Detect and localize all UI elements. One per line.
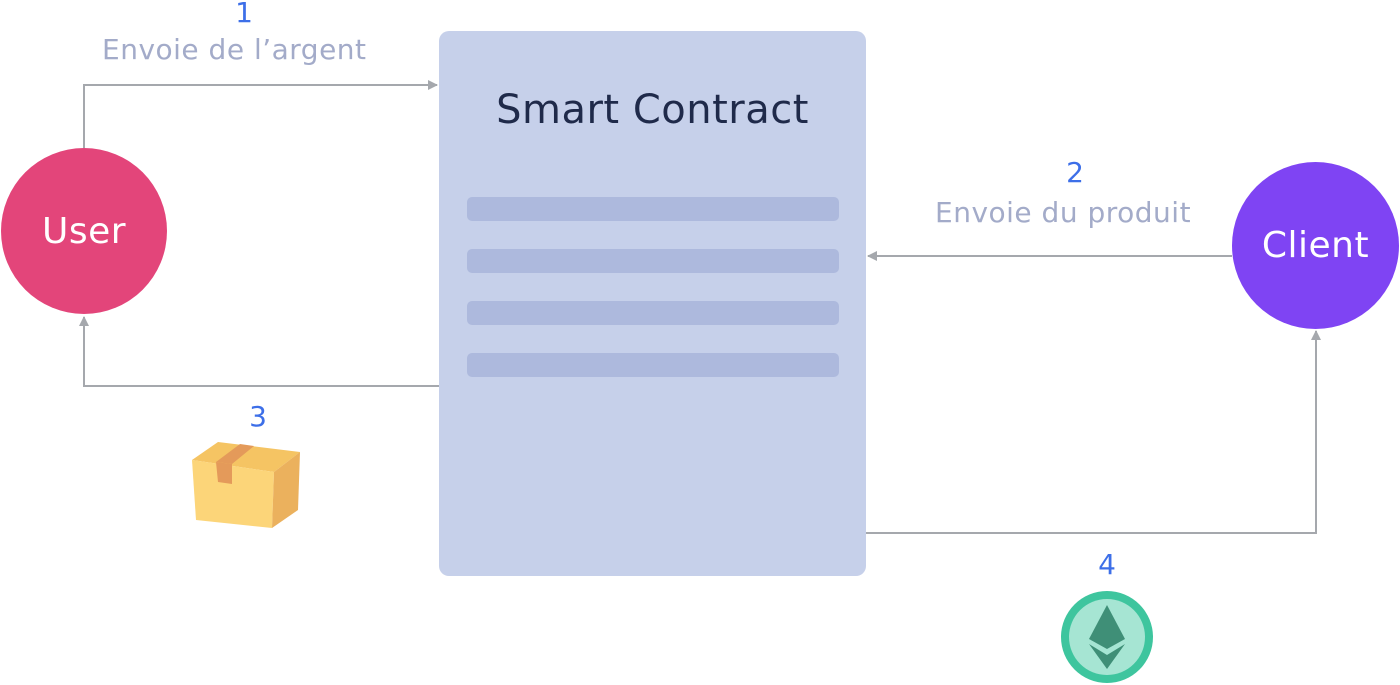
contract-text-line (467, 197, 839, 221)
user-node: User (1, 148, 167, 314)
smart-contract-document: Smart Contract (439, 31, 866, 576)
ethereum-coin-icon (1061, 591, 1153, 683)
arrow-contract-to-client (866, 330, 1321, 534)
step-2-label: Envoie du produit (935, 196, 1192, 229)
arrow-contract-to-user (79, 316, 439, 387)
step-4-number: 4 (1098, 548, 1116, 581)
step-1-label: Envoie de l’argent (102, 33, 367, 66)
contract-title: Smart Contract (496, 87, 809, 133)
contract-text-line (467, 353, 839, 377)
client-node: Client (1232, 162, 1399, 329)
step-3-number: 3 (249, 400, 267, 433)
step-1-number: 1 (235, 0, 253, 29)
contract-text-line (467, 249, 839, 273)
arrow-user-to-contract (83, 80, 438, 148)
step-2-number: 2 (1066, 156, 1084, 189)
package-box-icon (192, 442, 300, 528)
contract-text-line (467, 301, 839, 325)
